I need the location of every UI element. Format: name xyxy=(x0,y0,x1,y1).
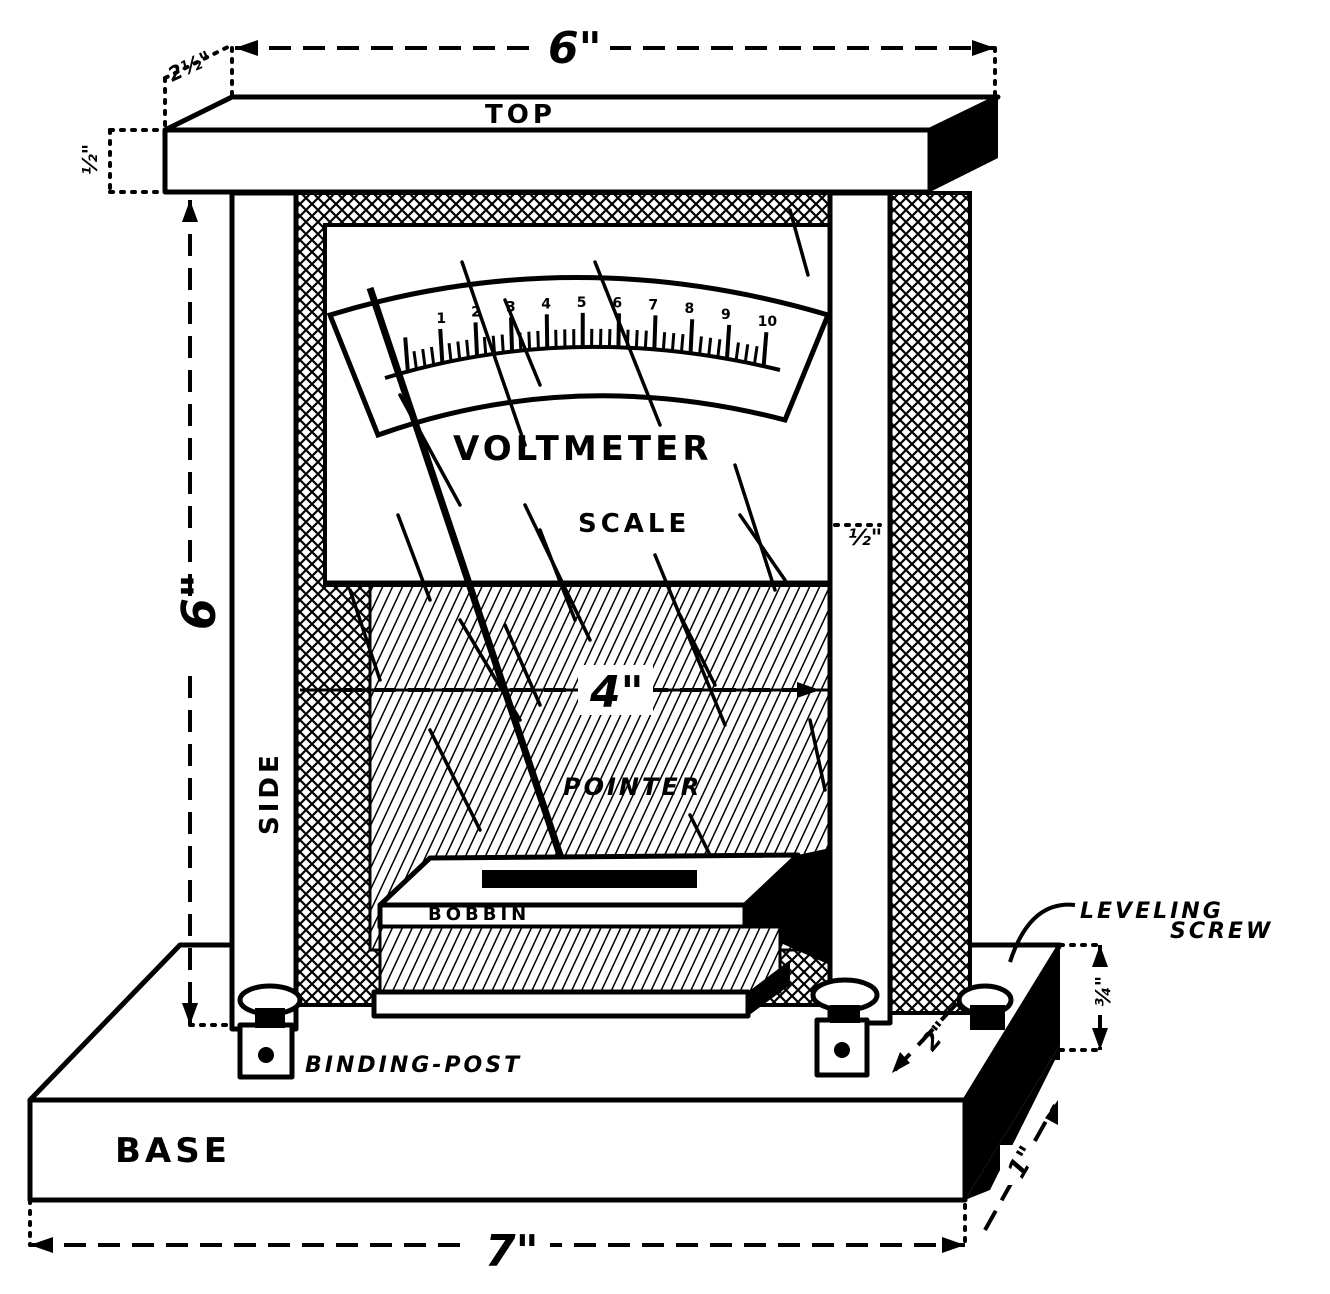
label-base: BASE xyxy=(115,1131,231,1171)
reflection-line xyxy=(538,528,577,622)
scale-tick xyxy=(761,332,769,367)
dim-base-width: 7" xyxy=(485,1226,539,1277)
scale-tick xyxy=(429,346,436,366)
dim-base-thick: ¾" xyxy=(1091,976,1115,1007)
dim-side-height: 6" xyxy=(172,574,226,630)
scale-tick-label: 5 xyxy=(577,295,587,311)
scale-tick xyxy=(716,339,722,358)
reflection-line xyxy=(678,613,717,687)
scale-tick xyxy=(447,343,453,362)
binding-post-left xyxy=(237,983,303,1080)
dim-top-depth: 2½" xyxy=(164,46,215,87)
scale-tick xyxy=(752,345,759,365)
dim-top-width: 6" xyxy=(548,23,602,74)
scale-tick-label: 1 xyxy=(436,311,446,327)
scale-tick xyxy=(456,341,462,360)
dim-scale-offset: ½" xyxy=(848,526,882,551)
scale-tick xyxy=(707,337,713,356)
reflection-line xyxy=(738,513,787,582)
reflection-line xyxy=(733,463,777,592)
label-scale: SCALE xyxy=(578,509,690,539)
leveling-screw xyxy=(956,902,1076,1030)
scale-tick xyxy=(652,315,658,350)
reflection-line xyxy=(808,718,827,792)
label-voltmeter: VOLTMETER xyxy=(453,429,713,469)
scale-tick xyxy=(688,319,695,354)
scale-tick xyxy=(421,348,427,368)
label-top: TOP xyxy=(485,100,556,130)
label-binding-post: BINDING-POST xyxy=(305,1053,522,1078)
binding-post-right xyxy=(810,977,880,1078)
scale-tick xyxy=(500,334,505,353)
reflection-line xyxy=(788,208,810,277)
reflection-line xyxy=(653,553,727,727)
side-left xyxy=(229,190,299,1032)
scale-tick-label: 6 xyxy=(612,295,622,311)
scale-tick xyxy=(473,322,480,357)
scale-tick-label: 2 xyxy=(471,304,481,320)
scale-tick xyxy=(724,324,732,359)
reflection-line xyxy=(396,513,432,602)
reflection-line xyxy=(503,623,542,707)
scale-tick-label: 7 xyxy=(648,297,658,313)
label-side: SIDE xyxy=(255,751,285,835)
scale-tick xyxy=(634,330,639,349)
label-leveling: LEVELING xyxy=(1080,899,1224,924)
label-pointer: POINTER xyxy=(563,773,702,801)
pointer-needle xyxy=(366,286,569,872)
label-screw: SCREW xyxy=(1170,919,1273,944)
reflection-line xyxy=(460,260,527,447)
dimension-lines xyxy=(28,40,1108,1253)
scale-tick xyxy=(679,333,685,353)
scale-tick xyxy=(465,339,470,359)
scale-tick xyxy=(509,317,515,352)
dimension-labels: 6" 2½" ½" 6" 4" ½" 7" 2" 1" ¾" xyxy=(78,22,1118,1277)
scale-tick xyxy=(643,330,648,349)
scale-tick-label: 3 xyxy=(506,299,516,315)
scale-tick-labels: 1 2 3 4 5 6 7 8 9 10 xyxy=(436,295,777,330)
scale-tick-label: 8 xyxy=(685,301,695,317)
scale-tick xyxy=(670,332,676,352)
scale-tick xyxy=(661,332,667,351)
side-right xyxy=(827,190,893,1026)
scale-tick xyxy=(527,331,532,350)
scale-tick xyxy=(698,336,703,355)
scale-ticks xyxy=(403,312,769,372)
bobbin xyxy=(371,848,830,1019)
scale-tick-label: 4 xyxy=(541,296,551,312)
scale-tick xyxy=(403,337,410,372)
scale-tick xyxy=(482,336,488,356)
reflection-line xyxy=(348,588,382,682)
scale-tick xyxy=(438,328,445,364)
scale-tick xyxy=(734,342,740,361)
label-bobbin: BOBBIN xyxy=(428,904,530,925)
reflection-line xyxy=(503,298,542,387)
top-block xyxy=(162,94,1001,195)
scale-tick xyxy=(743,344,750,363)
reflection-line xyxy=(428,728,482,832)
scale-tick xyxy=(536,330,540,350)
scale-tick xyxy=(412,350,418,370)
dim-top-thick: ½" xyxy=(78,144,102,175)
reflection-line xyxy=(593,260,662,427)
dim-window-width: 4" xyxy=(589,667,644,718)
scale-tick-label: 9 xyxy=(721,307,731,323)
scale-tick-label: 10 xyxy=(758,314,778,330)
